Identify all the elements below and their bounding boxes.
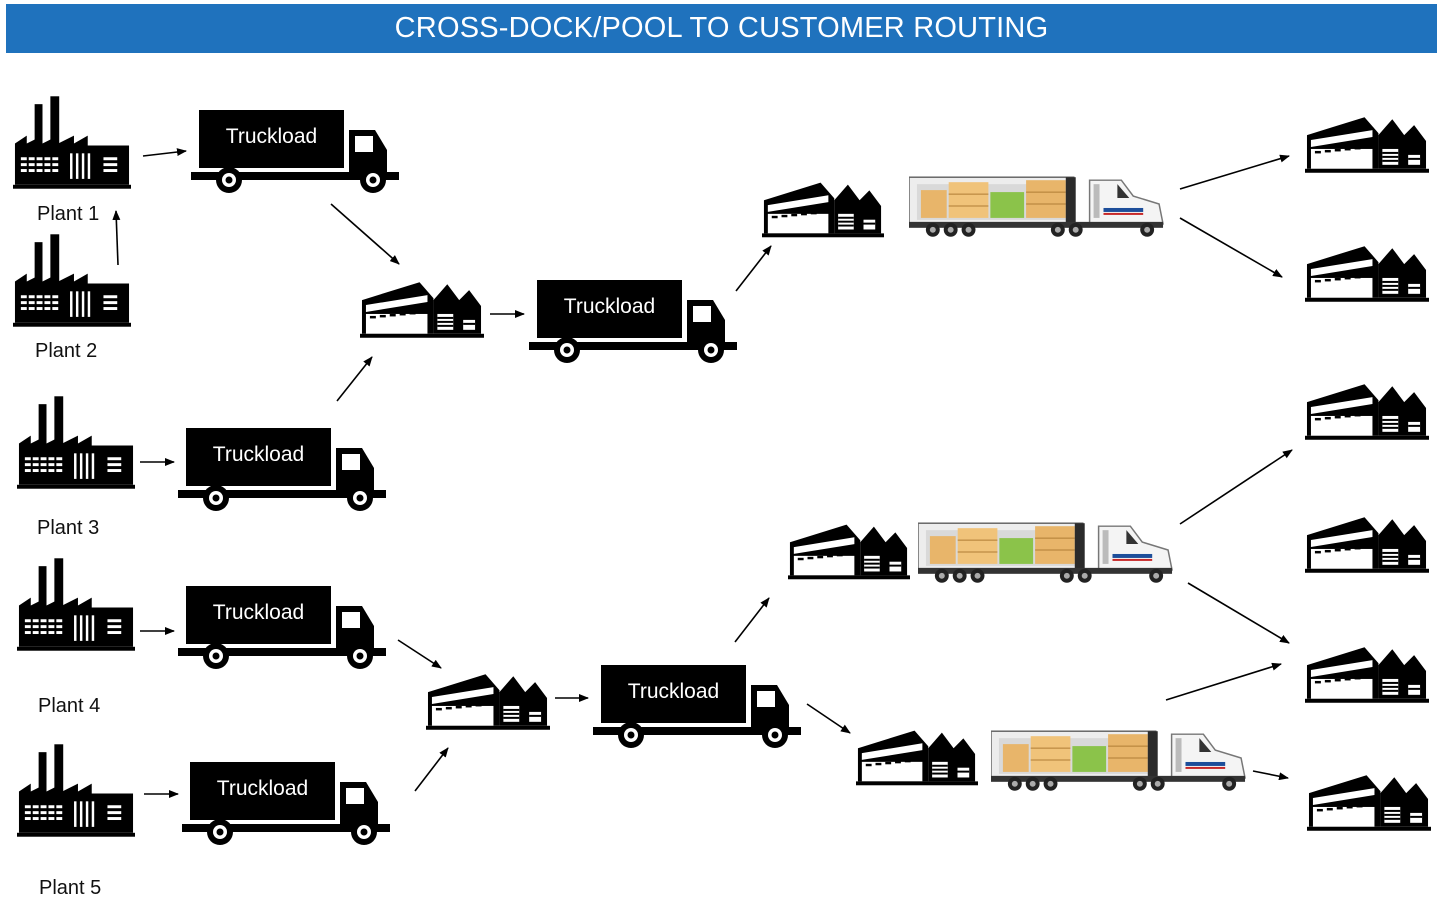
semi-truck-3-icon xyxy=(991,730,1246,792)
arrow-icon xyxy=(735,245,772,292)
plant-1-factory-icon xyxy=(13,96,131,189)
arrow-icon xyxy=(806,703,851,734)
truckload-5-truck-icon xyxy=(182,762,390,845)
arrow-icon xyxy=(397,639,442,669)
customer-warehouse-3-icon xyxy=(1305,384,1429,440)
regional-warehouse-2-icon xyxy=(788,524,910,580)
plant-2-label: Plant 2 xyxy=(35,340,98,362)
plant-1-label: Plant 1 xyxy=(37,203,100,225)
truckload-3-label: Truckload xyxy=(212,443,305,466)
plant-3-label: Plant 3 xyxy=(37,517,100,539)
customer-warehouse-4-icon xyxy=(1305,517,1429,573)
truckload-3-truck-icon xyxy=(178,428,386,511)
arrow-icon xyxy=(330,203,400,265)
page-title: CROSS-DOCK/POOL TO CUSTOMER ROUTING xyxy=(394,12,1049,44)
plant-5-factory-icon xyxy=(17,744,135,837)
arrow-icon xyxy=(1252,770,1289,781)
truckload-4-truck-icon xyxy=(178,586,386,669)
arrow-icon xyxy=(112,210,121,266)
arrow-icon xyxy=(336,356,373,402)
arrow-icon xyxy=(1179,449,1293,525)
semi-truck-1-icon xyxy=(909,176,1164,238)
truckload-4-label: Truckload xyxy=(212,601,305,624)
customer-warehouse-5-icon xyxy=(1305,647,1429,703)
pool-warehouse-lower-icon xyxy=(426,674,550,730)
plant-3-factory-icon xyxy=(17,396,135,489)
arrow-icon xyxy=(1179,217,1283,278)
arrow-icon xyxy=(142,148,187,157)
truckload-5-label: Truckload xyxy=(216,777,309,800)
plant-2-factory-icon xyxy=(13,234,131,327)
truckload-2-label: Truckload xyxy=(563,295,656,318)
truckload-1-truck-icon xyxy=(191,110,399,193)
pool-warehouse-upper-icon xyxy=(360,282,484,338)
customer-warehouse-2-icon xyxy=(1305,246,1429,302)
customer-warehouse-1-icon xyxy=(1305,117,1429,173)
semi-truck-2-icon xyxy=(918,522,1173,584)
plant-4-factory-icon xyxy=(17,558,135,651)
arrow-icon xyxy=(1179,154,1290,190)
customer-warehouse-6-icon xyxy=(1307,775,1431,831)
arrow-icon xyxy=(414,747,449,792)
arrow-icon xyxy=(1187,582,1290,644)
title-banner: CROSS-DOCK/POOL TO CUSTOMER ROUTING xyxy=(6,4,1437,53)
plant-5-label: Plant 5 xyxy=(39,877,102,899)
regional-warehouse-3-icon xyxy=(856,730,978,786)
arrow-icon xyxy=(734,597,770,643)
regional-warehouse-1-icon xyxy=(762,182,884,238)
truckload-2-truck-icon xyxy=(529,280,737,363)
plant-4-label: Plant 4 xyxy=(38,695,101,717)
arrow-icon xyxy=(1165,662,1282,701)
truckload-6-truck-icon xyxy=(593,665,801,748)
truckload-1-label: Truckload xyxy=(225,125,318,148)
truckload-6-label: Truckload xyxy=(627,680,720,703)
